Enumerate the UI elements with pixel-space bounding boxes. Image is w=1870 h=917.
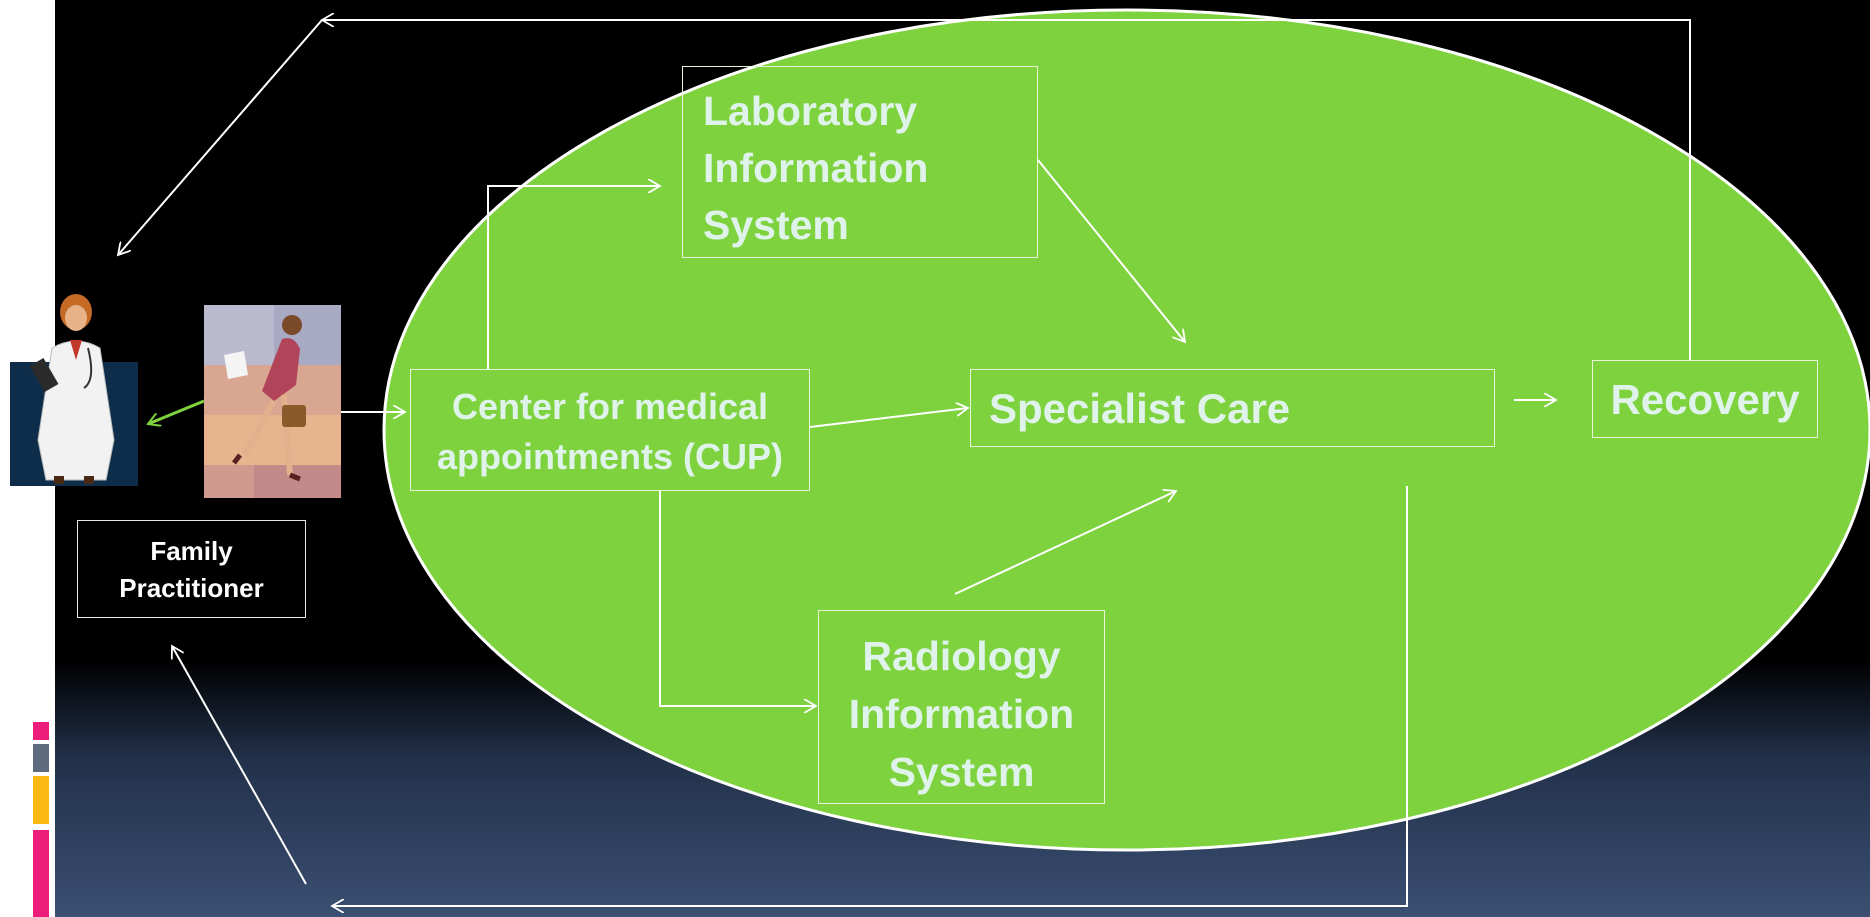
cup-box: Center for medical appointments (CUP)	[410, 369, 810, 491]
cup-label-line2: appointments (CUP)	[437, 436, 783, 477]
family-label-line1: Family	[150, 536, 233, 566]
cup-label-line1: Center for medical	[451, 386, 769, 427]
accent-bar-yellow	[33, 776, 49, 824]
arrow-bottom-to-family	[172, 646, 307, 885]
arrow-lab-to-specialist	[1037, 159, 1185, 342]
lab-info-system-box: Laboratory Information System	[682, 66, 1038, 258]
arrow-cup-to-specialist	[809, 408, 968, 428]
family-label-line2: Practitioner	[119, 573, 264, 603]
doctor-figure-icon	[10, 294, 138, 486]
accent-bar-pink	[33, 722, 49, 740]
arrow-cup-to-radiology	[659, 491, 816, 706]
arrow-recovery-to-family-top	[322, 20, 1691, 360]
lab-label-line3: System	[703, 202, 849, 248]
arrow-specialist-to-bottom	[332, 486, 1408, 906]
accent-bar-magenta	[33, 830, 49, 917]
recovery-label: Recovery	[1610, 376, 1800, 423]
lab-label-line1: Laboratory	[703, 88, 918, 134]
lab-label-line2: Information	[703, 145, 929, 191]
radiology-label-line2: Information	[848, 691, 1075, 737]
family-practitioner-box: Family Practitioner	[77, 520, 306, 618]
accent-bar-gray	[33, 744, 49, 772]
arrow-cup-to-lab	[487, 186, 660, 369]
arrow-radiology-to-specialist	[954, 491, 1176, 595]
patient-figure-icon	[204, 305, 341, 498]
specialist-label: Specialist Care	[989, 385, 1291, 432]
arrow-top-to-doctor	[118, 19, 323, 255]
specialist-care-box: Specialist Care	[970, 369, 1495, 447]
radiology-label-line3: System	[888, 749, 1035, 795]
radiology-label-line1: Radiology	[862, 633, 1061, 679]
radiology-info-system-box: Radiology Information System	[818, 610, 1105, 804]
recovery-box: Recovery	[1592, 360, 1818, 438]
hospital-ellipse	[382, 8, 1870, 852]
arrow-patient-to-doctor	[148, 399, 205, 424]
